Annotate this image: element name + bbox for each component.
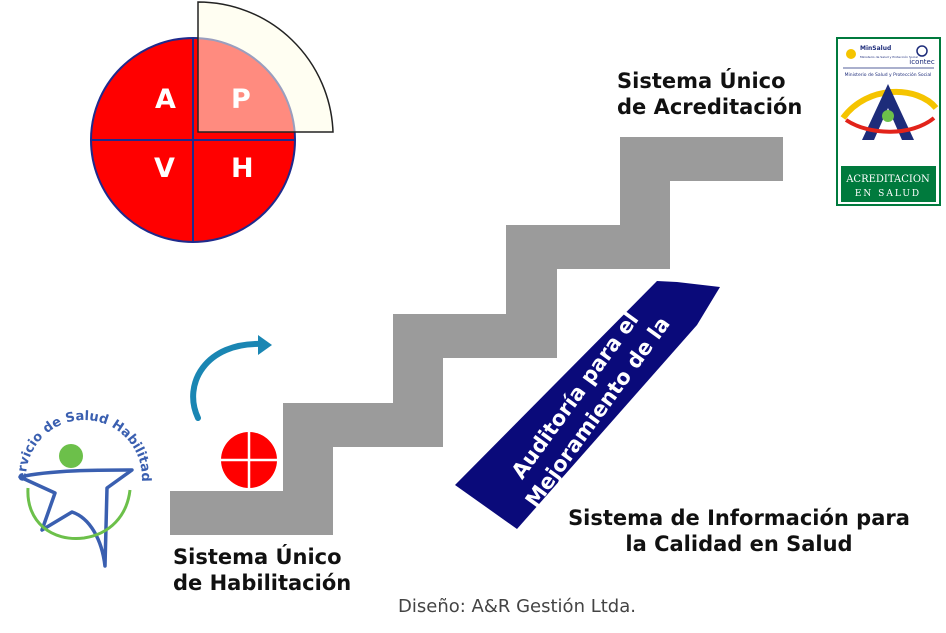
habilitado-head (59, 444, 83, 468)
habilitacion-label-line1: Sistema Único (173, 545, 342, 569)
phva-cycle: A P V H (90, 1, 334, 243)
icontec-icon (916, 45, 928, 57)
habilitado-figure (18, 468, 134, 568)
quadrant-a: A (155, 84, 176, 115)
informacion-label: Sistema de Información para la Calidad e… (560, 505, 918, 557)
auditoria-arrow-shape (455, 281, 720, 529)
acreditacion-a-mark (862, 84, 914, 140)
quadrant-p: P (231, 84, 251, 115)
small-cycle-ball (221, 432, 277, 488)
ministry-line: Ministerio de Salud y Protección Social (845, 71, 932, 78)
acreditacion-label: Sistema Único de Acreditación (617, 68, 802, 120)
habilitacion-label: Sistema Único de Habilitación (173, 544, 351, 596)
plan-highlight-wedge (197, 1, 334, 133)
colombia-shield-icon (846, 49, 856, 59)
quadrant-h: H (231, 153, 254, 184)
minsalud-subtext: Ministerio de Salud y Protección Social (860, 55, 918, 59)
acreditacion-banner (841, 166, 936, 202)
acreditacion-red-arc (844, 116, 936, 134)
design-credit: Diseño: A&R Gestión Ltda. (398, 596, 636, 617)
acreditacion-line1: ACREDITACION (845, 174, 930, 185)
acreditacion-yellow-arc (840, 88, 939, 120)
informacion-label-line1: Sistema de Información para (568, 506, 910, 530)
acreditacion-green-dot (882, 110, 894, 122)
acreditacion-label-line1: Sistema Único (617, 69, 786, 93)
curved-arrow-icon (190, 335, 272, 421)
minsalud-text: MinSalud (860, 45, 891, 52)
acreditacion-logo: MinSalud Ministerio de Salud y Protecció… (836, 37, 941, 206)
quality-staircase (170, 137, 783, 535)
icontec-text: icontec (909, 58, 935, 66)
acreditacion-label-line2: de Acreditación (617, 95, 803, 119)
informacion-label-line2: la Calidad en Salud (625, 532, 853, 556)
habilitado-green-arc (26, 487, 132, 540)
acreditacion-line2: EN SALUD (855, 189, 921, 199)
habilitacion-label-line2: de Habilitación (173, 571, 352, 595)
quadrant-v: V (154, 153, 175, 184)
